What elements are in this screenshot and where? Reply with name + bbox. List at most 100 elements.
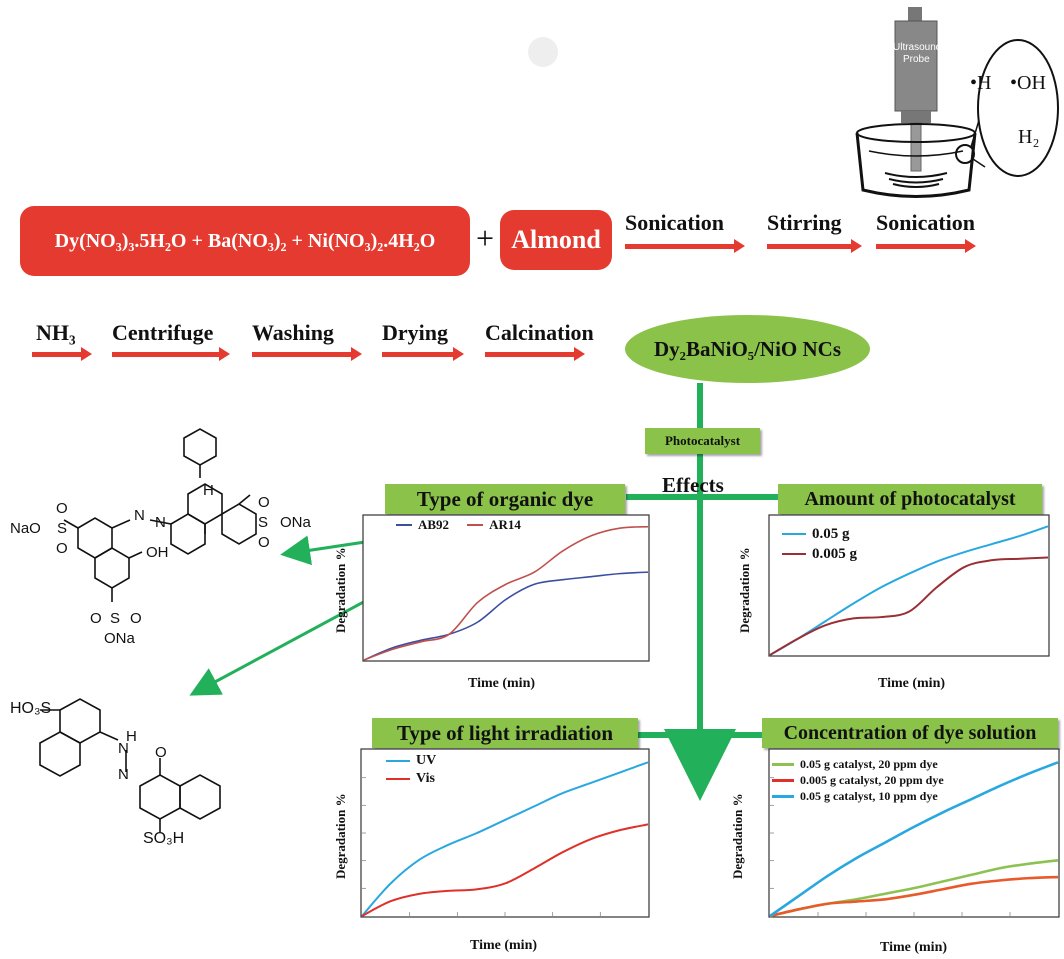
legend-label-0005g: 0.005 g xyxy=(812,546,857,562)
legend-item-uv: UV xyxy=(386,752,436,770)
ab92-label-o5: O xyxy=(90,610,102,627)
chart-dye-type xyxy=(362,514,650,662)
legend-label-ab92: AB92 xyxy=(418,517,450,532)
ab92-label-n1: N xyxy=(134,507,145,524)
panel-title-conc-text: Concentration of dye solution xyxy=(783,721,1037,744)
legend-light: UV Vis xyxy=(386,752,436,788)
legend-item-c3: 0.05 g catalyst, 10 ppm dye xyxy=(772,788,944,804)
step-sonication-1: Sonication xyxy=(625,210,725,235)
radical-h2: H₂ xyxy=(1018,126,1040,148)
xlabel-light: Time (min) xyxy=(470,938,538,953)
arrow-sonication-1 xyxy=(625,239,745,253)
xlabel-amount: Time (min) xyxy=(878,676,946,691)
chart-catalyst-amount xyxy=(768,514,1050,657)
ylabel-conc: Degradation % xyxy=(730,793,745,879)
series-line-3 xyxy=(769,761,1059,918)
ar14-label-o: O xyxy=(155,744,167,761)
panel-title-conc: Concentration of dye solution xyxy=(762,718,1058,748)
plus-sign: + xyxy=(476,220,495,256)
photocatalyst-label: Photocatalyst xyxy=(664,433,741,448)
legend-item-ab92: AB92 xyxy=(396,516,449,533)
chart-frame xyxy=(362,514,650,662)
ab92-label-ona1: ONa xyxy=(280,514,311,531)
photocatalyst-label-box: Photocatalyst xyxy=(645,428,760,454)
chart-dye-concentration xyxy=(768,748,1060,918)
xlabel-dye: Time (min) xyxy=(468,676,536,691)
legend-amount: 0.05 g 0.005 g xyxy=(782,524,857,564)
ab92-label-oh: OH xyxy=(146,544,169,561)
panel-title-light: Type of light irradiation xyxy=(372,718,638,748)
series-line-2 xyxy=(769,875,1059,918)
legend-label-c3: 0.05 g catalyst, 10 ppm dye xyxy=(800,789,938,803)
panel-title-amount: Amount of photocatalyst xyxy=(778,484,1042,514)
ab92-label-s1: S xyxy=(57,520,68,537)
arrow-drying xyxy=(382,347,464,361)
legend-label-ar14: AR14 xyxy=(489,517,521,532)
legend-label-c1: 0.05 g catalyst, 20 ppm dye xyxy=(800,757,938,771)
radical-h: •H xyxy=(970,72,992,94)
ab92-label-o2: O xyxy=(56,540,68,557)
legend-label-c2: 0.005 g catalyst, 20 ppm dye xyxy=(800,773,944,787)
arrow-calcination xyxy=(485,347,585,361)
xlabel-conc: Time (min) xyxy=(880,940,948,955)
ab92-label-o6: O xyxy=(130,610,142,627)
ylabel-amount: Degradation % xyxy=(737,547,752,633)
precursors-text: Dy(NO₃)₃.5H₂O + Ba(NO₃)₂ + Ni(NO₃)₂.4H₂O xyxy=(54,229,436,252)
precursors-box: Dy(NO₃)₃.5H₂O + Ba(NO₃)₂ + Ni(NO₃)₂.4H₂O xyxy=(20,206,470,276)
ar14-label-n2: N xyxy=(118,766,129,783)
product-oval: Dy₂BaNiO₅/NiO NCs xyxy=(625,315,870,383)
radical-oh: •OH xyxy=(1010,72,1046,94)
ylabel-light: Degradation % xyxy=(333,793,348,879)
ylabel-dye: Degradation % xyxy=(333,547,348,633)
legend-item-ar14: AR14 xyxy=(467,516,521,533)
legend-item-c2: 0.005 g catalyst, 20 ppm dye xyxy=(772,772,944,788)
product-text: Dy₂BaNiO₅/NiO NCs xyxy=(653,336,842,361)
ab92-structure-drawing xyxy=(63,428,257,602)
series-line-2 xyxy=(363,525,649,661)
panel-title-dye: Type of organic dye xyxy=(385,484,625,514)
arrow-nh3 xyxy=(32,347,92,361)
legend-conc: 0.05 g catalyst, 20 ppm dye 0.005 g cata… xyxy=(772,756,944,804)
step-washing: Washing xyxy=(252,320,334,345)
step-calcination: Calcination xyxy=(485,320,594,345)
ab92-label-o4: O xyxy=(258,534,270,551)
ab92-label-nh: H xyxy=(203,482,214,499)
ar14-label-h: H xyxy=(126,728,137,745)
ultrasound-probe-illustration xyxy=(855,7,1059,198)
legend-label-005g: 0.05 g xyxy=(812,526,850,542)
ab92-label-s3: S xyxy=(110,610,121,627)
arrow-centrifuge xyxy=(112,347,230,361)
series-line-1 xyxy=(361,761,649,917)
effects-label: Effects xyxy=(662,473,724,497)
legend-item-0005g: 0.005 g xyxy=(782,544,857,564)
series-line-1 xyxy=(363,571,649,661)
ab92-label-o3: O xyxy=(258,494,270,511)
almond-box: Almond xyxy=(500,210,612,270)
arrow-washing xyxy=(252,347,362,361)
panel-title-dye-text: Type of organic dye xyxy=(416,486,594,511)
legend-label-vis: Vis xyxy=(416,771,435,786)
ar14-label-n1: N xyxy=(118,740,129,757)
ar14-label-so3h: SO₃H xyxy=(143,830,185,847)
probe-label-line1: Ultrasound xyxy=(893,42,942,53)
ab92-label-o1: O xyxy=(56,500,68,517)
step-centrifuge: Centrifuge xyxy=(112,320,214,345)
panel-title-amount-text: Amount of photocatalyst xyxy=(804,487,1016,510)
ab92-label-n2: N xyxy=(155,514,166,531)
panel-title-light-text: Type of light irradiation xyxy=(396,720,614,745)
arrow-stirring xyxy=(767,239,862,253)
step-sonication-2: Sonication xyxy=(876,210,976,235)
legend-item-vis: Vis xyxy=(386,770,436,788)
probe-label-line2: Probe xyxy=(903,54,930,65)
ar14-structure-drawing xyxy=(39,698,221,832)
legend-dye: AB92 AR14 xyxy=(396,516,521,533)
step-nh3: NH₃ xyxy=(36,320,76,345)
chart-light-type xyxy=(360,748,650,918)
legend-item-005g: 0.05 g xyxy=(782,524,857,544)
series-line-2 xyxy=(769,556,1049,656)
series-line-1 xyxy=(769,525,1049,656)
ar14-label-ho3s: HO₃S xyxy=(10,700,52,717)
chart-frame xyxy=(768,514,1050,657)
legend-item-c1: 0.05 g catalyst, 20 ppm dye xyxy=(772,756,944,772)
ab92-label-nao: NaO xyxy=(10,520,41,537)
